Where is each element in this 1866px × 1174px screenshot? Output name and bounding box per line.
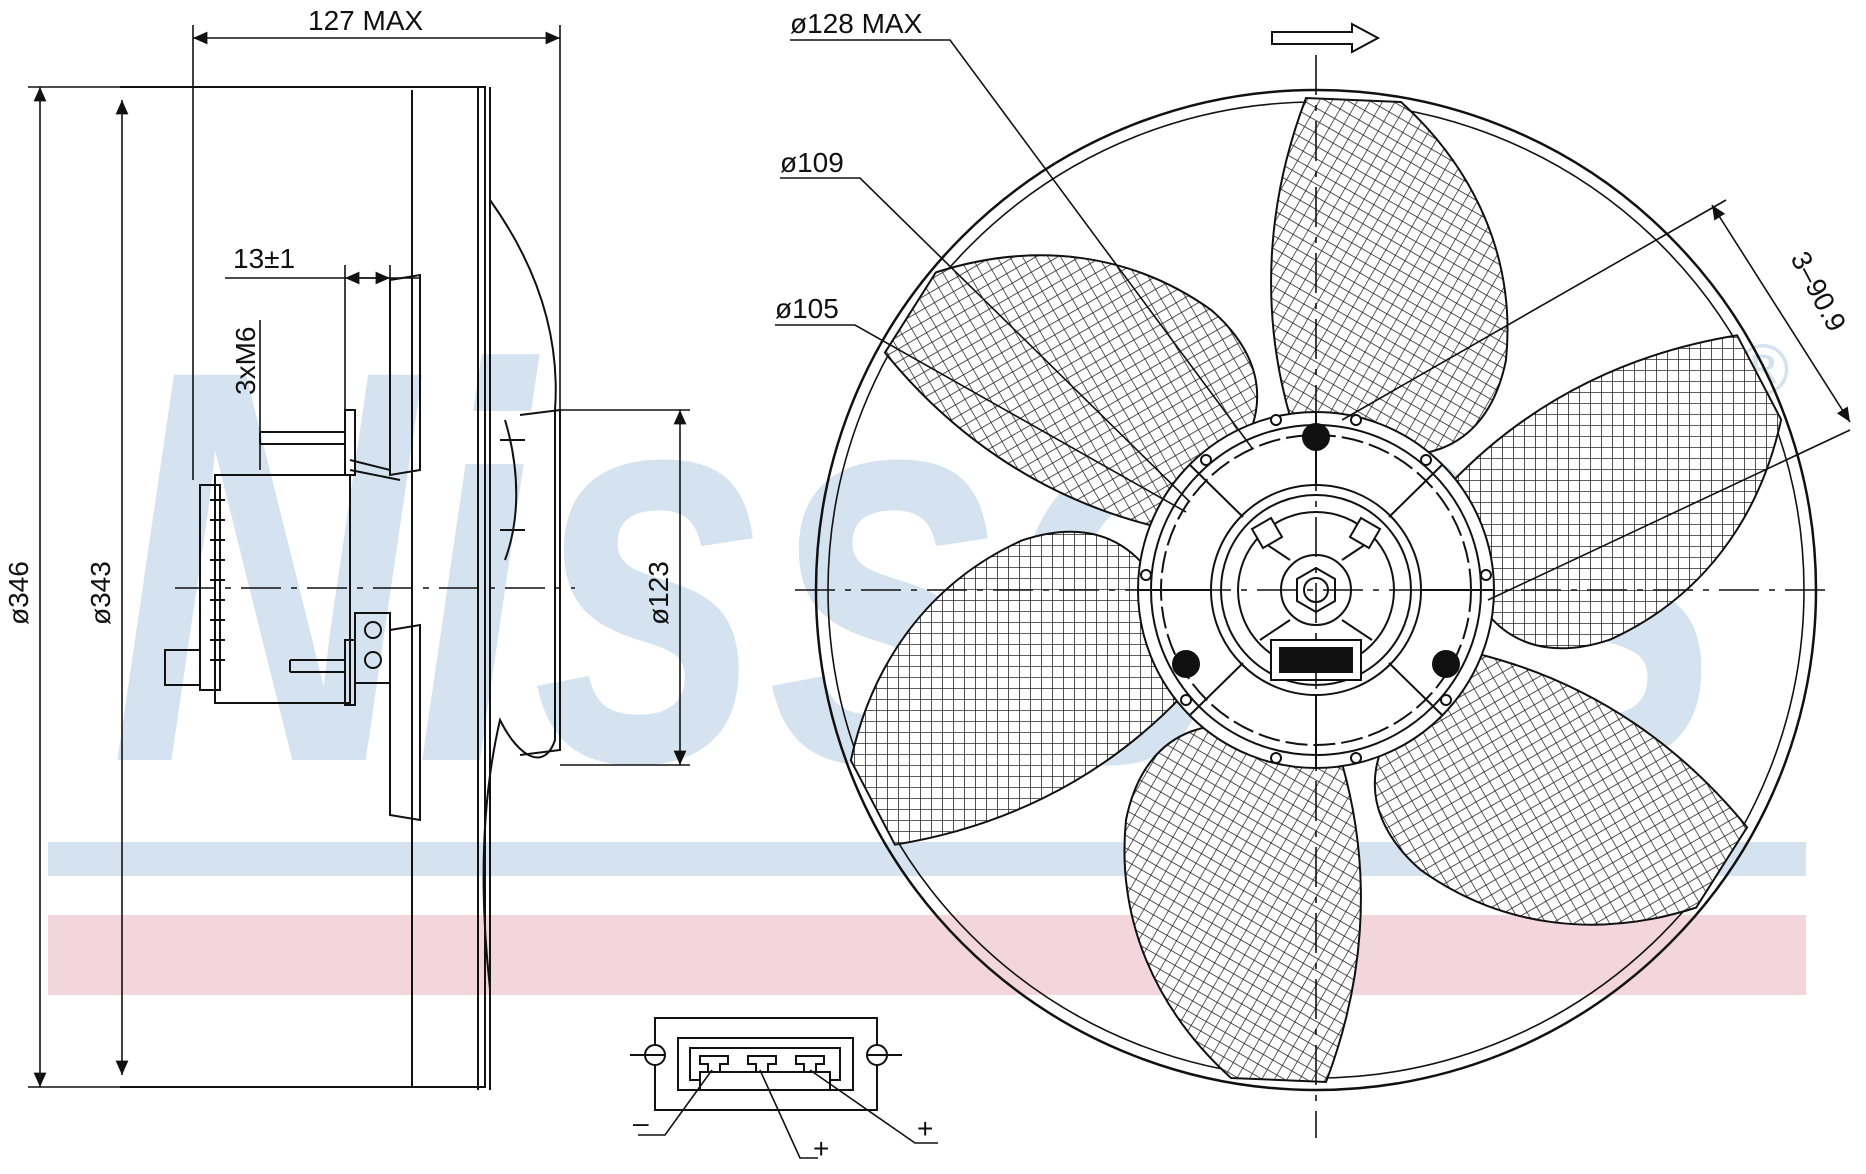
rotation-arrow-icon [1271, 22, 1381, 54]
hub-outline [519, 408, 561, 756]
fan-blade [1270, 96, 1509, 456]
dimension-bolt-spacing-label: 3–90.9 [1785, 246, 1853, 336]
connector-pin [795, 1055, 825, 1073]
dimension-outer-diameter-label: ø346 [3, 561, 34, 625]
connector-pins [699, 1055, 825, 1073]
front-view-centerlines [795, 55, 1830, 1138]
terminal-label-negative: – [633, 1107, 649, 1138]
stud-upper [259, 409, 356, 476]
connector-pin [747, 1055, 777, 1073]
dimension-hub-diameter-label: ø123 [643, 561, 674, 625]
blade-profile [482, 199, 557, 991]
watermark-pink-band [48, 915, 1806, 995]
terminal-label-positive-center: + [813, 1133, 829, 1164]
dimension-studs-label: 3xM6 [230, 327, 261, 395]
side-view-dimensions [28, 25, 690, 1088]
mounting-bolt [1172, 650, 1200, 678]
motor-body [214, 474, 351, 704]
connector-pin [699, 1055, 729, 1073]
dimension-stud-offset-label: 13±1 [233, 243, 295, 274]
dimension-depth-label: 127 MAX [308, 5, 423, 36]
mounting-bolt [1432, 650, 1460, 678]
side-view-labels: 127 MAX 13±1 3xM6 ø346 ø343 ø123 [3, 5, 674, 625]
front-view [793, 22, 1839, 1138]
dimension-motor-diameter-label: ø128 MAX [790, 8, 923, 39]
front-view-dimensions [775, 39, 1851, 601]
connector-detail [630, 1017, 938, 1159]
shroud-outline [120, 86, 486, 1088]
dimension-bolt-circle-inner-label: ø105 [775, 293, 839, 324]
dimension-shroud-diameter-label: ø343 [85, 561, 116, 625]
dimension-bolt-circle-outer-label: ø109 [780, 147, 844, 178]
connector-terminal-labels: – + + [633, 1107, 933, 1164]
terminal-label-positive-right: + [917, 1113, 933, 1144]
fan-blades [793, 96, 1839, 1083]
